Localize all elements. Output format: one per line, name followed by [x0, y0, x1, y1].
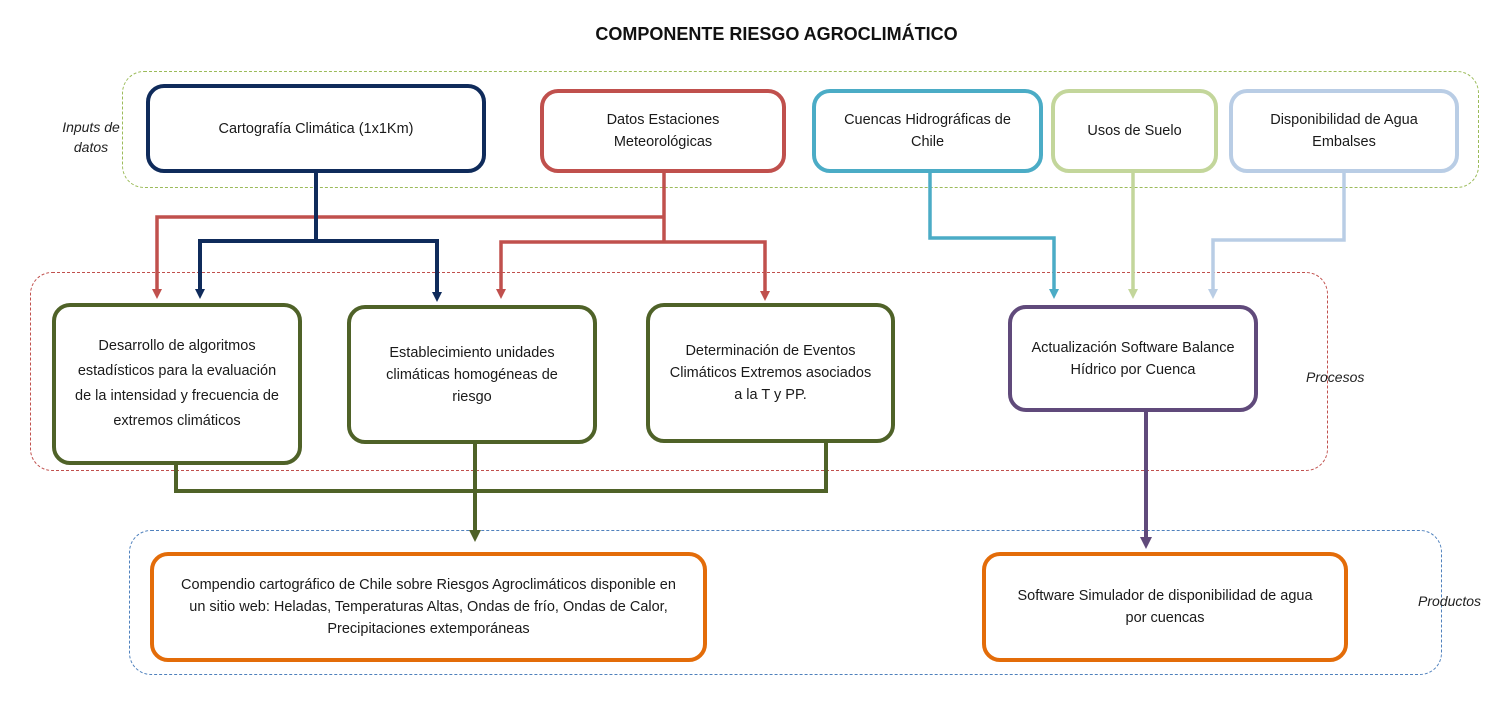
- node-usos-label: Usos de Suelo: [1087, 123, 1182, 139]
- node-algoritmos: Desarrollo de algoritmos estadísticos pa…: [52, 303, 302, 465]
- node-estaciones-label: Datos Estaciones Meteorológicas: [606, 112, 720, 150]
- node-algoritmos-label: Desarrollo de algoritmos estadísticos pa…: [75, 338, 279, 429]
- products-group: [129, 530, 1442, 675]
- node-cartografia-label: Cartografía Climática (1x1Km): [218, 120, 414, 137]
- processes-group-label: Procesos: [1306, 369, 1365, 385]
- node-simulador-label: Software Simulador de disponibilidad de …: [1017, 588, 1313, 626]
- connector-estaciones: [152, 172, 770, 301]
- diagram-title: COMPONENTE RIESGO AGROCLIMÁTICO: [595, 24, 958, 44]
- node-agua-label: Disponibilidad de Agua Embalses: [1270, 112, 1418, 150]
- node-eventos: Determinación de Eventos Climáticos Extr…: [646, 303, 895, 443]
- connector-cuencas: [928, 172, 1059, 299]
- node-cartografia: Cartografía Climática (1x1Km): [146, 84, 486, 173]
- inputs-group: [122, 71, 1479, 188]
- processes-group: [30, 272, 1328, 471]
- node-eventos-label: Determinación de Eventos Climáticos Extr…: [669, 343, 872, 403]
- node-compendio-label: Compendio cartográfico de Chile sobre Ri…: [181, 577, 676, 637]
- inputs-group-label: Inputs de datos: [62, 119, 120, 155]
- products-group-label: Productos: [1418, 593, 1482, 609]
- connector-agua: [1208, 172, 1346, 299]
- node-usos: Usos de Suelo: [1051, 89, 1218, 173]
- node-estaciones: Datos Estaciones Meteorológicas: [540, 89, 786, 173]
- connector-cartografia: [195, 172, 442, 302]
- node-simulador: Software Simulador de disponibilidad de …: [982, 552, 1348, 662]
- node-unidades: Establecimiento unidades climáticas homo…: [347, 305, 597, 444]
- node-compendio: Compendio cartográfico de Chile sobre Ri…: [150, 552, 707, 662]
- node-software-act-label: Actualización Software Balance Hídrico p…: [1031, 339, 1235, 378]
- node-cuencas-label: Cuencas Hidrográficas de Chile: [844, 112, 1011, 150]
- node-cuencas: Cuencas Hidrográficas de Chile: [812, 89, 1043, 173]
- node-agua: Disponibilidad de Agua Embalses: [1229, 89, 1459, 173]
- node-unidades-label: Establecimiento unidades climáticas homo…: [386, 344, 558, 405]
- node-software-act: Actualización Software Balance Hídrico p…: [1008, 305, 1258, 412]
- connector-procesos: [174, 442, 828, 542]
